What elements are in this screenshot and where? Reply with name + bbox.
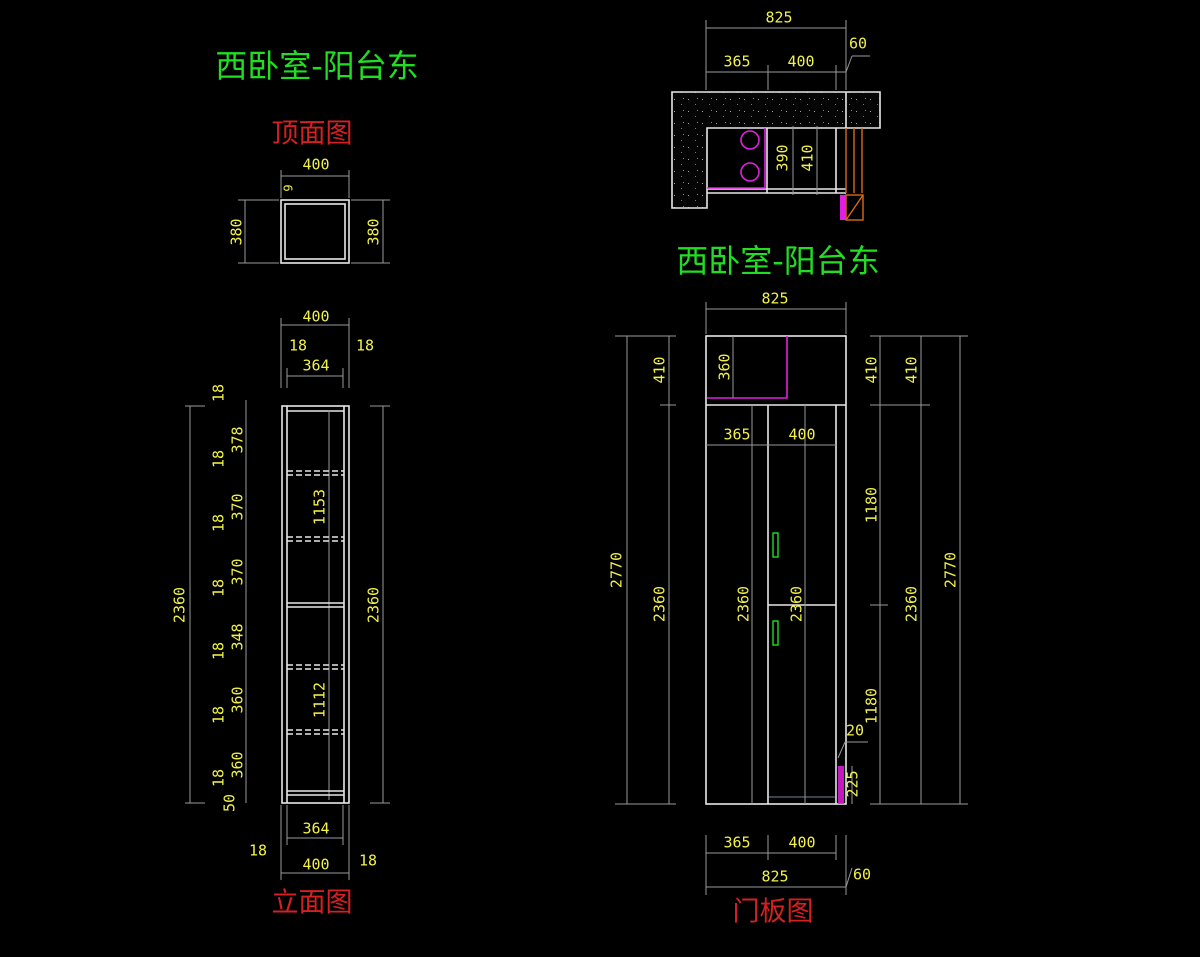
cabinet-elevation [185, 400, 390, 804]
chain-dim: 370 [229, 493, 247, 520]
drain-circle-icon [740, 162, 760, 182]
door-handle [772, 532, 779, 558]
right-total: 2770 [942, 552, 960, 588]
plan-depth1: 390 [774, 144, 792, 171]
elev-left-width: 365 [723, 426, 750, 444]
plan-left: 365 [723, 53, 750, 71]
right-mid: 2360 [903, 586, 921, 622]
right-lower: 1180 [863, 688, 881, 724]
right-title: 西卧室-阳台东 [676, 242, 880, 280]
plan-offset: 60 [849, 35, 867, 53]
chain-dim: 18 [210, 514, 228, 532]
height-left: 2360 [171, 587, 189, 623]
top-view-width: 400 [302, 156, 329, 174]
gap-dim: 20 [846, 722, 864, 740]
elev-side-left-top: 18 [289, 337, 307, 355]
door-handle [772, 620, 779, 646]
elev-side-right-top: 18 [356, 337, 374, 355]
plan-dims-lines [705, 20, 870, 90]
chain-dim: 18 [210, 769, 228, 787]
top-view-label: 顶面图 [272, 119, 353, 150]
top-view [238, 170, 390, 264]
section-upper: 1153 [311, 489, 329, 525]
chain-dim: 50 [221, 794, 239, 812]
left-mid: 2360 [651, 586, 669, 622]
drain-circle-icon [740, 130, 760, 150]
height-right: 2360 [365, 587, 383, 623]
plan-depth2: 410 [799, 144, 817, 171]
chain-dim: 18 [210, 450, 228, 468]
left-total: 2770 [608, 552, 626, 588]
door-label: 门板图 [733, 897, 814, 928]
chain-dim: 378 [229, 426, 247, 453]
bottom-total: 825 [761, 868, 788, 886]
section-lower: 1112 [311, 682, 329, 718]
elev-top-total: 825 [761, 290, 788, 308]
chain-dim: 370 [229, 558, 247, 585]
elev-width-top: 400 [302, 308, 329, 326]
elevation-top-dims [280, 318, 350, 388]
chain-dim: 18 [210, 706, 228, 724]
right-top: 410 [863, 356, 881, 383]
left-top: 410 [651, 356, 669, 383]
elevation-bottom-dims [280, 805, 350, 880]
chain-dim: 18 [210, 579, 228, 597]
chain-dim: 18 [210, 642, 228, 660]
top-view-depth-left: 380 [228, 218, 246, 245]
elev-right-width: 400 [788, 426, 815, 444]
base-dim: 225 [844, 770, 862, 797]
door-elevation [615, 302, 968, 895]
elev-inner-top: 364 [302, 357, 329, 375]
bottom-left: 365 [723, 834, 750, 852]
plan-right: 400 [787, 53, 814, 71]
chain-dim: 360 [229, 686, 247, 713]
bottom-offset: 60 [853, 866, 871, 884]
plan-total: 825 [765, 9, 792, 27]
elevation-label: 立面图 [272, 888, 353, 919]
elev-inner-bottom: 364 [302, 820, 329, 838]
left-door-height: 2360 [735, 586, 753, 622]
chain-dim: 18 [210, 384, 228, 402]
plan-view [671, 91, 881, 221]
top-view-depth-right: 380 [365, 218, 383, 245]
left-title: 西卧室-阳台东 [215, 47, 419, 85]
chain-dim: 360 [229, 751, 247, 778]
bottom-right: 400 [788, 834, 815, 852]
chain-dims: 18 378 18 370 18 370 18 348 18 360 18 36… [210, 384, 247, 812]
elev-top-box: 360 [716, 353, 734, 380]
top-view-panel: 9 [282, 184, 296, 191]
elev-side-left-bottom: 18 [249, 842, 267, 860]
right-door-height: 2360 [788, 586, 806, 622]
right-top2: 410 [903, 356, 921, 383]
chain-dim: 348 [229, 623, 247, 650]
right-upper: 1180 [863, 487, 881, 523]
elev-width-bottom: 400 [302, 856, 329, 874]
elev-side-right-bottom: 18 [359, 852, 377, 870]
